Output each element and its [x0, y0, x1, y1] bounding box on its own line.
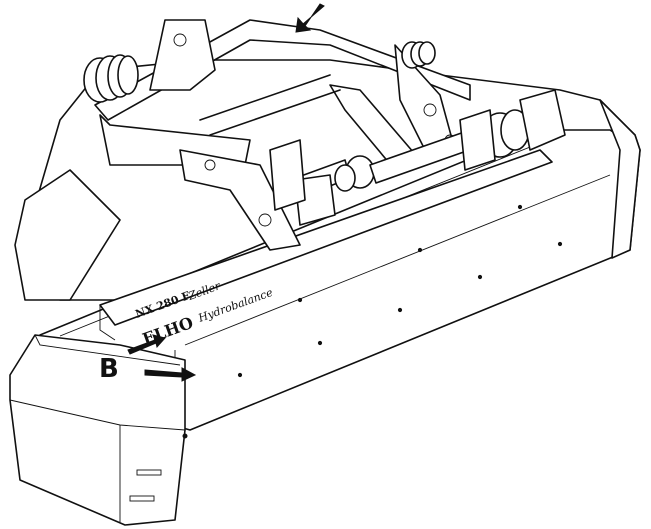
front-end-cap	[9, 334, 186, 526]
right-end-cap	[599, 99, 641, 259]
left-spring	[83, 54, 139, 103]
callout-arrow-upper	[127, 334, 166, 355]
callout-label: B	[99, 354, 119, 384]
gearbox-beam	[99, 149, 553, 326]
left-side-guard	[14, 169, 121, 301]
callout-arrow-lower	[144, 367, 197, 382]
drive-shaft-right	[369, 89, 566, 184]
right-spring	[401, 41, 436, 69]
top-arrow	[295, 3, 325, 33]
